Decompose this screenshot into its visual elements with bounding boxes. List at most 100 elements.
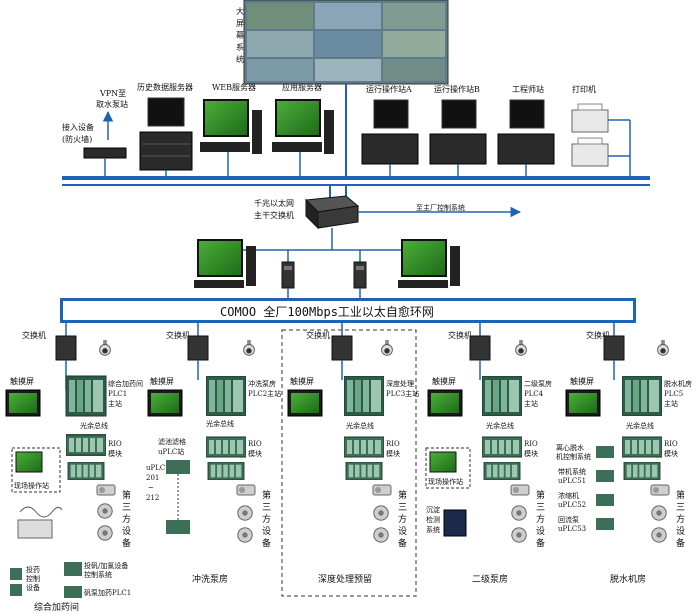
firewall-label-1: 接入设备 <box>62 122 94 132</box>
station-5-dev-7: uPLC53 <box>558 525 586 533</box>
app-server-monitor <box>275 99 321 137</box>
station-5-plc-label-1: 脱水机房 <box>664 379 692 388</box>
station-4-field-station-label: 现场操作站 <box>428 477 463 486</box>
station-4-rio-label-2: 模块 <box>524 449 538 458</box>
station-2-bus-label: 光余总线 <box>206 419 234 428</box>
station-1-third-1: 第 <box>122 489 131 501</box>
station-1-field-station-box <box>11 447 61 493</box>
station-5-dev-0: 离心脱水 <box>556 443 584 452</box>
screen-char-3: 系 <box>236 42 244 52</box>
screen-char-4: 统 <box>236 54 244 64</box>
station-1-third-3: 方 <box>122 513 131 525</box>
mid-workstation-left-tower <box>246 246 256 286</box>
station-5-third-3: 方 <box>676 513 685 525</box>
to-main-system-label: 至主厂控制系统 <box>416 203 465 212</box>
screen-char-1: 屏 <box>236 19 244 28</box>
station-5-third-4: 设 <box>676 526 685 537</box>
station-2-sub-1: 滤池滤格 <box>158 437 186 446</box>
app-server-tower <box>324 110 334 154</box>
station-4-third-1: 第 <box>536 489 545 501</box>
station-1-plc-label-1: 综合加药间 <box>108 379 143 388</box>
station-1-rio-label-2: 模块 <box>108 449 122 458</box>
station-3-third-1: 第 <box>398 489 407 501</box>
station-3-switch <box>331 335 353 361</box>
station-3-plc-label-1: 深度处理 <box>386 379 414 388</box>
station-2-rio-label-2: 模块 <box>248 449 262 458</box>
station-1-dev1-2: 控制系统 <box>84 570 112 579</box>
station-2-range-3: ~ <box>148 484 154 492</box>
app-server-keyboard <box>272 142 322 152</box>
mid-workstation-right-keyboard <box>398 280 448 288</box>
station-3-rio-label-1: RIO <box>386 440 400 448</box>
station-5-dev-3: uPLC51 <box>558 477 586 485</box>
vpn-label-1: VPN至 <box>99 89 126 98</box>
op-station-a-label: 运行操作站A <box>366 84 412 94</box>
station-1-name: 综合加药间 <box>34 601 79 613</box>
station-3-hmi-label: 触摸屏 <box>290 376 314 386</box>
station-1-bus-label: 光余总线 <box>80 421 108 430</box>
screen-char-0: 大 <box>236 6 244 16</box>
web-server-label: WEB服务器 <box>212 82 256 92</box>
station-2-plc-label-2: PLC2主站 <box>248 389 281 398</box>
station-1-field-station-label: 现场操作站 <box>14 481 49 490</box>
ring-switch-left <box>281 261 295 289</box>
op-station-a-monitor <box>373 99 409 129</box>
station-2-third-5: 备 <box>262 537 271 549</box>
station-5-dev-2: 带机系统 <box>558 467 586 476</box>
station-2-third-2: 三 <box>262 503 271 513</box>
firewall-label-2: (防火墙) <box>62 134 92 144</box>
station-3-rio-label-2: 模块 <box>386 449 400 458</box>
station-2-switch-label: 交换机 <box>166 330 190 340</box>
station-3-third-3: 方 <box>398 513 407 525</box>
station-5-name: 脱水机房 <box>610 573 646 585</box>
station-4-plc-label-1: 二级泵房 <box>524 379 552 388</box>
station-2-third-4: 设 <box>262 526 271 537</box>
station-3-third-2: 三 <box>398 503 407 513</box>
engineer-station-label: 工程师站 <box>512 84 544 94</box>
station-3-third-4: 设 <box>398 526 407 537</box>
engineer-station-monitor <box>509 99 545 129</box>
station-2-third-3: 方 <box>262 513 271 525</box>
web-server-tower <box>252 110 262 154</box>
station-4-field-station-box <box>425 447 471 489</box>
mid-workstation-right-tower <box>450 246 460 286</box>
station-1-dev1-1: 投矾/加氯设备 <box>84 561 128 570</box>
station-4-third-4: 设 <box>536 526 545 537</box>
station-4-plc-label-3: 主站 <box>524 399 538 408</box>
top-ethernet-bus <box>62 176 650 186</box>
station-4-third-5: 备 <box>536 537 545 549</box>
station-4-dev-3: 系统 <box>426 525 440 534</box>
station-5-third-1: 第 <box>676 489 685 501</box>
station-5-plc-label-3: 主站 <box>664 399 678 408</box>
station-1-misc-1: 投药 <box>26 565 40 574</box>
web-server-keyboard <box>200 142 250 152</box>
station-5-switch-label: 交换机 <box>586 330 610 340</box>
printer-2 <box>571 143 609 167</box>
app-server-label: 应用服务器 <box>282 82 322 92</box>
history-server-label: 历史数据服务器 <box>137 82 193 92</box>
station-1-hmi-label: 触摸屏 <box>10 376 34 386</box>
station-1: 交换机 触摸屏 综合加药间 PLC1 主站 光余总线 RIO 模块 现场操作站 … <box>5 323 143 613</box>
industrial-ethernet-ring <box>60 298 636 323</box>
web-server-monitor <box>203 99 249 137</box>
op-station-b-label: 运行操作站B <box>434 84 480 94</box>
big-screen-system: 大 屏 幕 系 统 <box>236 0 449 85</box>
engineer-station-case <box>497 133 555 165</box>
station-3-third-5: 备 <box>398 537 407 549</box>
station-4-rio-label-1: RIO <box>524 440 538 448</box>
station-2-third-1: 第 <box>262 489 271 501</box>
station-1-third-4: 设 <box>122 526 131 537</box>
history-server-rack <box>139 131 193 171</box>
mid-workstation-right-monitor <box>401 239 447 277</box>
station-1-third-2: 三 <box>122 503 131 513</box>
core-switch-label-1: 千兆以太网 <box>254 198 294 208</box>
ring-title: COMOO 全厂100Mbps工业以太自愈环网 <box>220 304 434 319</box>
station-4-third-3: 方 <box>536 513 545 525</box>
station-4-dev-1: 沉淀 <box>426 505 440 514</box>
station-2-name: 冲洗泵房 <box>192 573 228 585</box>
vpn-label-2: 取水泵站 <box>96 99 128 109</box>
station-5: 交换机 触摸屏 脱水机房 PLC5 主站 光余总线 RIO 模块 离心脱水 机控… <box>556 323 692 585</box>
station-5-third-5: 备 <box>676 537 685 549</box>
core-switch <box>304 195 360 230</box>
station-1-switch <box>55 335 77 361</box>
